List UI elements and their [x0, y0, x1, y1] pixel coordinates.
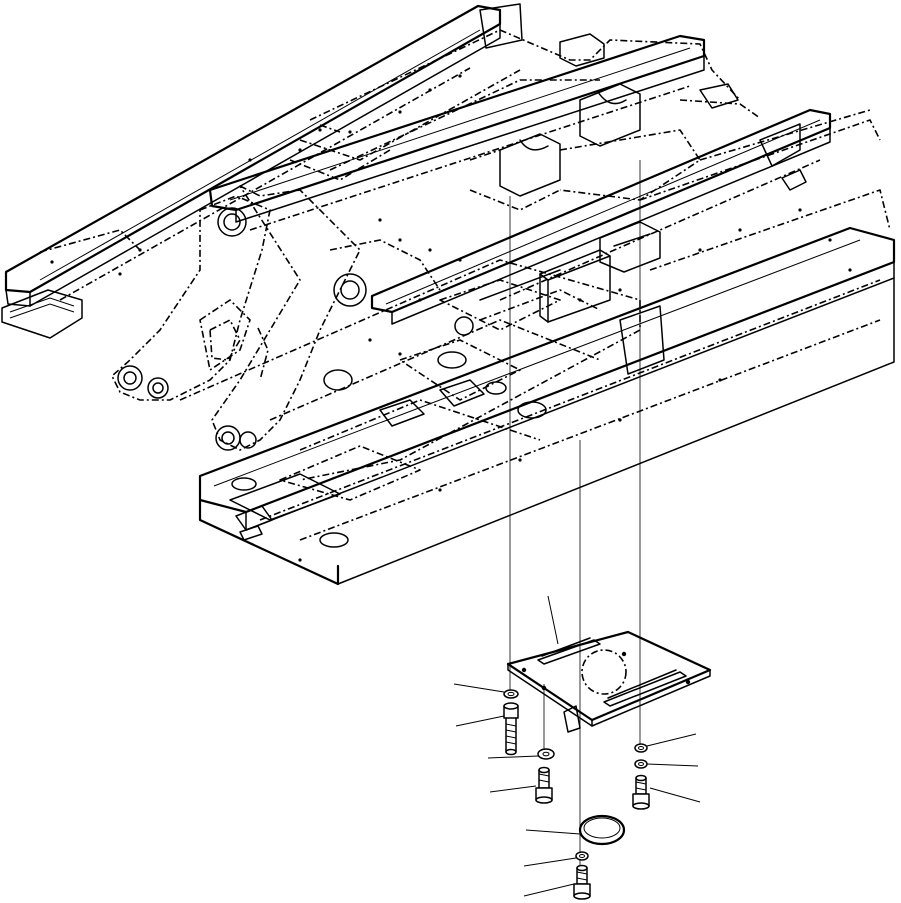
- leader-bolt-b: [489, 785, 537, 793]
- leader-washer-e: [523, 857, 577, 867]
- washer: [537, 748, 555, 760]
- bolt: [535, 766, 553, 804]
- cover-plate: [506, 630, 712, 733]
- leader-bolt-c: [649, 787, 701, 803]
- leader-lines: [453, 595, 701, 897]
- bolt: [632, 774, 650, 810]
- leader-washer-d: [646, 763, 699, 767]
- projection-lines: [509, 160, 641, 868]
- left-frame-rail: [1, 4, 502, 339]
- leader-washer-b: [487, 755, 539, 759]
- leader-washer-c: [646, 733, 697, 747]
- motor-mount-saddles: [469, 83, 701, 211]
- leader-washer-a: [453, 683, 505, 693]
- rear-deck: [289, 3, 761, 181]
- revolving-frame: [1, 3, 896, 586]
- washer: [634, 759, 648, 769]
- round-cover: [578, 814, 626, 846]
- washer: [575, 851, 589, 861]
- center-frame-beam: [208, 34, 706, 231]
- boom-bracket: [111, 185, 441, 451]
- bolt: [503, 702, 519, 756]
- leader-cover-plate: [547, 595, 559, 645]
- right-cross-members: [479, 109, 891, 375]
- right-frame-rail: [198, 226, 896, 586]
- frame-bolt-holes: [50, 74, 852, 562]
- leader-bolt-a: [455, 715, 505, 727]
- bolt: [573, 864, 591, 900]
- washer: [503, 689, 519, 699]
- leader-round-cover: [525, 829, 581, 835]
- leader-bolt-d: [523, 883, 575, 897]
- washer: [634, 743, 648, 753]
